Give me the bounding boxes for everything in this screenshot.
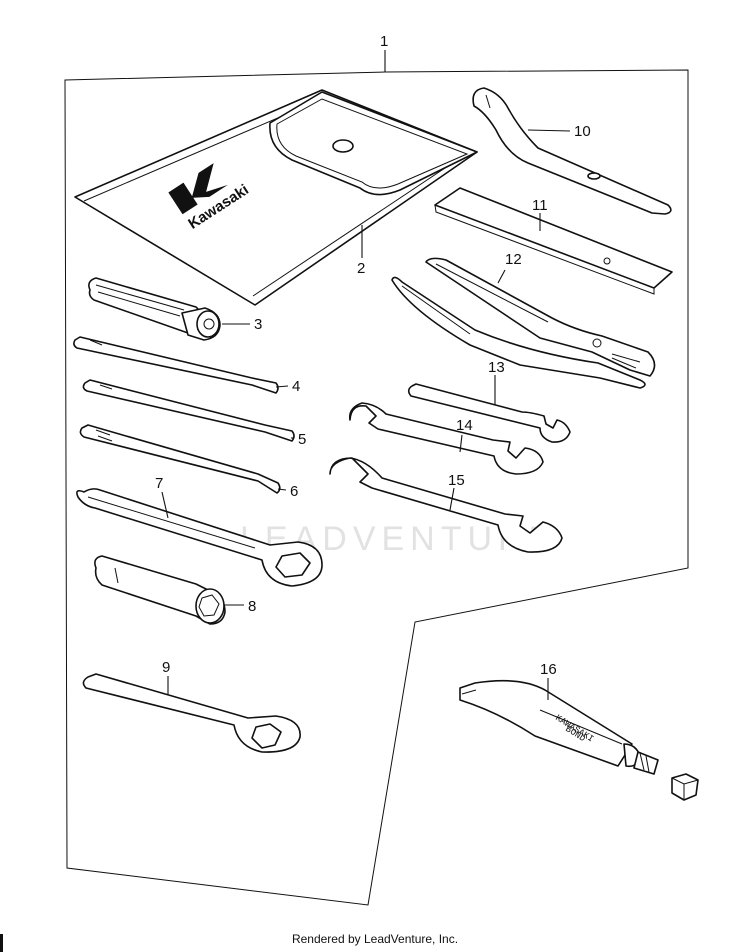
tool-pouch: Kawasaki <box>74 89 478 306</box>
svg-text:11: 11 <box>532 197 548 214</box>
callout-15: 15 <box>448 472 465 511</box>
page-edge-mark <box>0 934 3 952</box>
open-end-wrench-14 <box>348 402 544 475</box>
svg-text:14: 14 <box>456 417 473 434</box>
kit-boundary-outline <box>64 69 689 906</box>
pliers <box>391 257 656 389</box>
socket-extension <box>94 555 226 625</box>
footer-credit: Rendered by LeadVenture, Inc. <box>291 932 459 946</box>
svg-text:8: 8 <box>248 598 256 615</box>
callout-8: 8 <box>224 598 256 615</box>
pouch-snap-button <box>332 139 354 153</box>
svg-text:6: 6 <box>290 483 298 500</box>
svg-text:10: 10 <box>574 123 591 140</box>
svg-text:16: 16 <box>540 661 557 678</box>
hook-spanner <box>472 87 672 215</box>
callout-9: 9 <box>162 659 170 695</box>
flat-bar <box>434 187 673 295</box>
ring-wrench-9 <box>82 673 301 753</box>
screwdriver-blade-4 <box>73 336 279 394</box>
kawasaki-bond-tube: KAWASAKI BOND <box>459 679 699 801</box>
callout-11: 11 <box>532 197 548 231</box>
callout-10: 10 <box>527 123 591 140</box>
svg-text:1: 1 <box>380 33 388 50</box>
open-end-wrench-13 <box>407 383 571 443</box>
svg-text:4: 4 <box>292 378 300 395</box>
spanner-slot <box>587 172 601 180</box>
callout-12: 12 <box>497 251 522 284</box>
svg-text:15: 15 <box>448 472 465 489</box>
svg-text:3: 3 <box>254 316 262 333</box>
svg-text:2: 2 <box>357 260 365 277</box>
callout-7: 7 <box>155 475 169 519</box>
callout-14: 14 <box>456 417 473 453</box>
callout-1: 1 <box>380 33 388 72</box>
svg-text:7: 7 <box>155 475 163 492</box>
box-end-wrench-7 <box>76 488 323 587</box>
screwdriver-handle <box>88 277 221 341</box>
screwdriver-blade-5 <box>82 379 295 442</box>
svg-text:5: 5 <box>298 431 306 448</box>
open-end-wrench-15 <box>329 457 563 553</box>
callout-5: 5 <box>291 431 306 448</box>
svg-text:9: 9 <box>162 659 170 676</box>
tube-cap <box>671 773 699 801</box>
svg-text:13: 13 <box>488 359 505 376</box>
callout-2: 2 <box>357 225 365 277</box>
callout-13: 13 <box>488 359 505 405</box>
callout-4: 4 <box>275 378 300 395</box>
svg-text:12: 12 <box>505 251 522 268</box>
callout-6: 6 <box>277 483 298 500</box>
callout-3: 3 <box>222 316 262 333</box>
screwdriver-blade-6 <box>79 424 281 494</box>
callout-16: 16 <box>540 661 557 700</box>
